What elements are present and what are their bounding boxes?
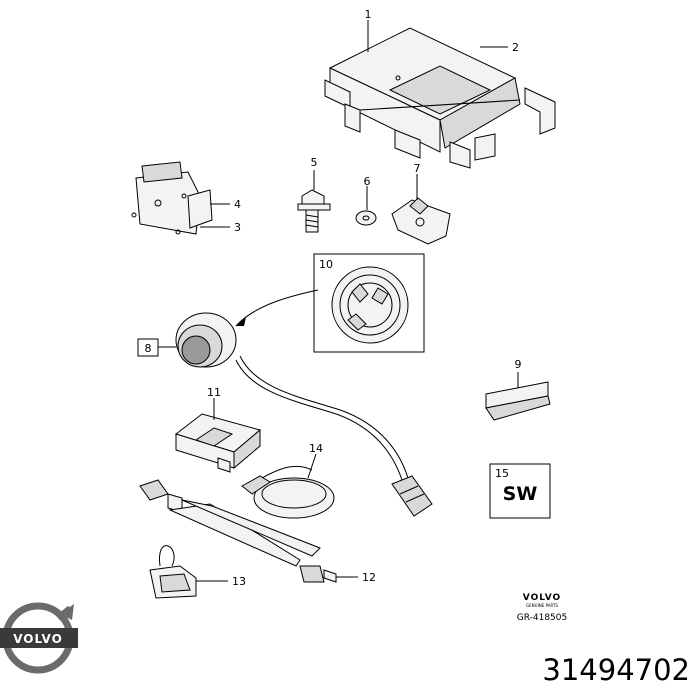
bracket-part bbox=[131, 161, 213, 235]
clip-nut-part bbox=[391, 197, 451, 245]
sw-label: SW bbox=[503, 483, 538, 505]
callout-8: 8 bbox=[145, 342, 152, 355]
callout-5: 5 bbox=[311, 156, 318, 169]
callout-7: 7 bbox=[414, 162, 421, 175]
wiring-harness-part bbox=[139, 479, 337, 583]
callout-12: 12 bbox=[362, 571, 376, 584]
round-speaker-part bbox=[241, 465, 335, 519]
brand-subtitle: GENUINE PARTS bbox=[526, 603, 558, 608]
speaker-part bbox=[175, 312, 433, 517]
brand-name: VOLVO bbox=[523, 593, 561, 603]
adhesive-pad-part bbox=[485, 381, 551, 421]
small-module-part bbox=[174, 413, 262, 473]
callout-14: 14 bbox=[309, 442, 323, 455]
bolt-part bbox=[297, 189, 331, 233]
control-module-part bbox=[324, 27, 556, 169]
callout-9: 9 bbox=[515, 358, 522, 371]
sw-box bbox=[489, 463, 551, 519]
ring-detail-box bbox=[313, 253, 425, 353]
callout-6: 6 bbox=[364, 175, 371, 188]
callout-2: 2 bbox=[512, 41, 519, 54]
connector-13-part bbox=[149, 545, 197, 599]
washer-part bbox=[355, 210, 377, 226]
callout-3: 3 bbox=[234, 221, 241, 234]
diagram-ref: GR-418505 bbox=[517, 613, 567, 623]
part-number: 31494702 bbox=[542, 653, 690, 687]
svg-text:VOLVO: VOLVO bbox=[13, 632, 63, 646]
callout-13: 13 bbox=[232, 575, 246, 588]
callout-1: 1 bbox=[365, 8, 372, 21]
callout-11: 11 bbox=[207, 386, 221, 399]
volvo-logo: VOLVO bbox=[0, 602, 78, 674]
callout-15: 15 bbox=[495, 467, 509, 480]
callout-4: 4 bbox=[234, 198, 241, 211]
callout-10: 10 bbox=[319, 258, 333, 271]
